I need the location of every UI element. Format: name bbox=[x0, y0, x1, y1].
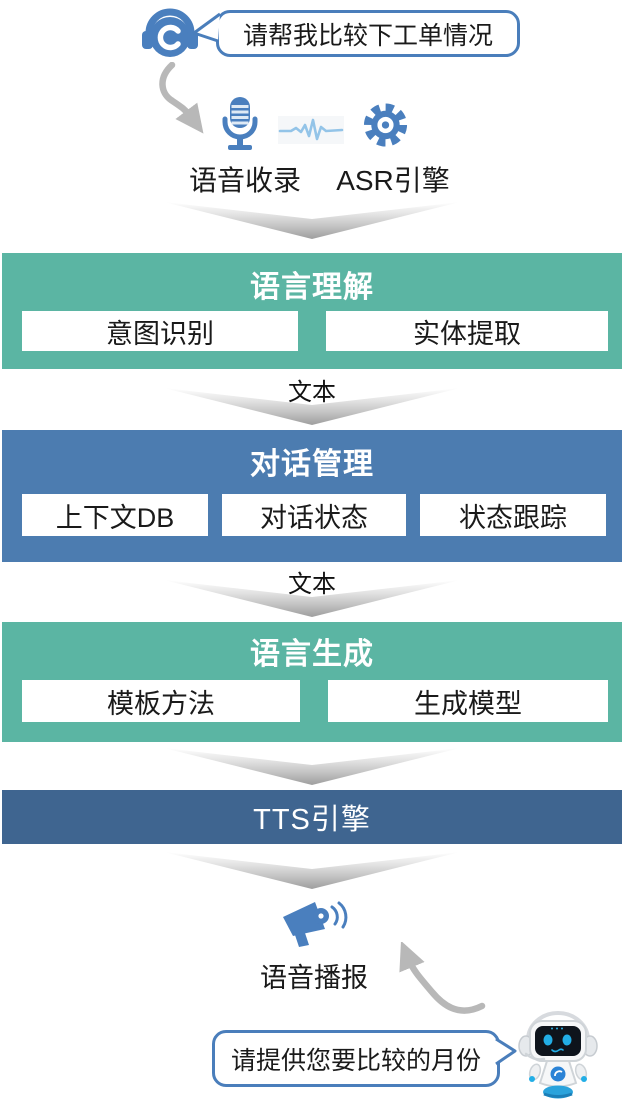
curved-arrow-up-icon bbox=[399, 942, 486, 1014]
nlu-item-intent: 意图识别 bbox=[22, 311, 298, 351]
tts-engine-block: TTS引擎 bbox=[2, 790, 622, 844]
voice-capture-label: 语音收录 bbox=[188, 165, 301, 196]
user-speech-text: 请帮我比较下工单情况 bbox=[242, 21, 493, 50]
nlu-item-entity: 实体提取 bbox=[326, 311, 608, 351]
nlu-block: 语言理解 意图识别 实体提取 bbox=[2, 253, 622, 369]
bot-bubble-tail bbox=[495, 1037, 517, 1066]
nlg-item-generative: 生成模型 bbox=[328, 680, 608, 722]
voice-broadcast-label: 语音播报 bbox=[260, 963, 368, 993]
nlg-block: 语言生成 模板方法 生成模型 bbox=[2, 622, 622, 742]
nlg-item-template: 模板方法 bbox=[22, 680, 300, 722]
flow-text-label-1: 文本 bbox=[288, 379, 336, 406]
chevron-down-arrow-1 bbox=[164, 202, 460, 239]
tts-title: TTS引擎 bbox=[253, 804, 371, 836]
dm-item-context-db: 上下文DB bbox=[22, 494, 208, 536]
microphone-icon bbox=[222, 97, 258, 150]
robot-icon bbox=[518, 1011, 598, 1099]
megaphone-icon bbox=[283, 901, 348, 947]
dialogue-management-block: 对话管理 上下文DB 对话状态 状态跟踪 bbox=[2, 430, 622, 562]
asr-engine-label: ASR引擎 bbox=[336, 165, 450, 196]
gear-icon bbox=[363, 103, 408, 147]
curved-arrow-down-icon bbox=[159, 62, 204, 134]
headset-agent-icon bbox=[142, 8, 200, 57]
user-bubble-tail bbox=[192, 12, 221, 43]
flow-text-label-2: 文本 bbox=[288, 571, 336, 598]
dm-title: 对话管理 bbox=[250, 448, 374, 481]
dm-item-dialog-state: 对话状态 bbox=[222, 494, 406, 536]
chevron-down-arrow-5 bbox=[164, 852, 460, 889]
bot-speech-bubble: 请提供您要比较的月份 bbox=[212, 1030, 500, 1087]
nlu-title: 语言理解 bbox=[250, 271, 374, 304]
bot-speech-text: 请提供您要比较的月份 bbox=[230, 1046, 481, 1075]
audio-waveform-icon bbox=[278, 116, 344, 144]
nlg-title: 语言生成 bbox=[250, 638, 374, 671]
user-speech-bubble: 请帮我比较下工单情况 bbox=[216, 10, 520, 57]
dm-item-state-tracking: 状态跟踪 bbox=[420, 494, 606, 536]
chevron-down-arrow-4 bbox=[164, 748, 460, 785]
